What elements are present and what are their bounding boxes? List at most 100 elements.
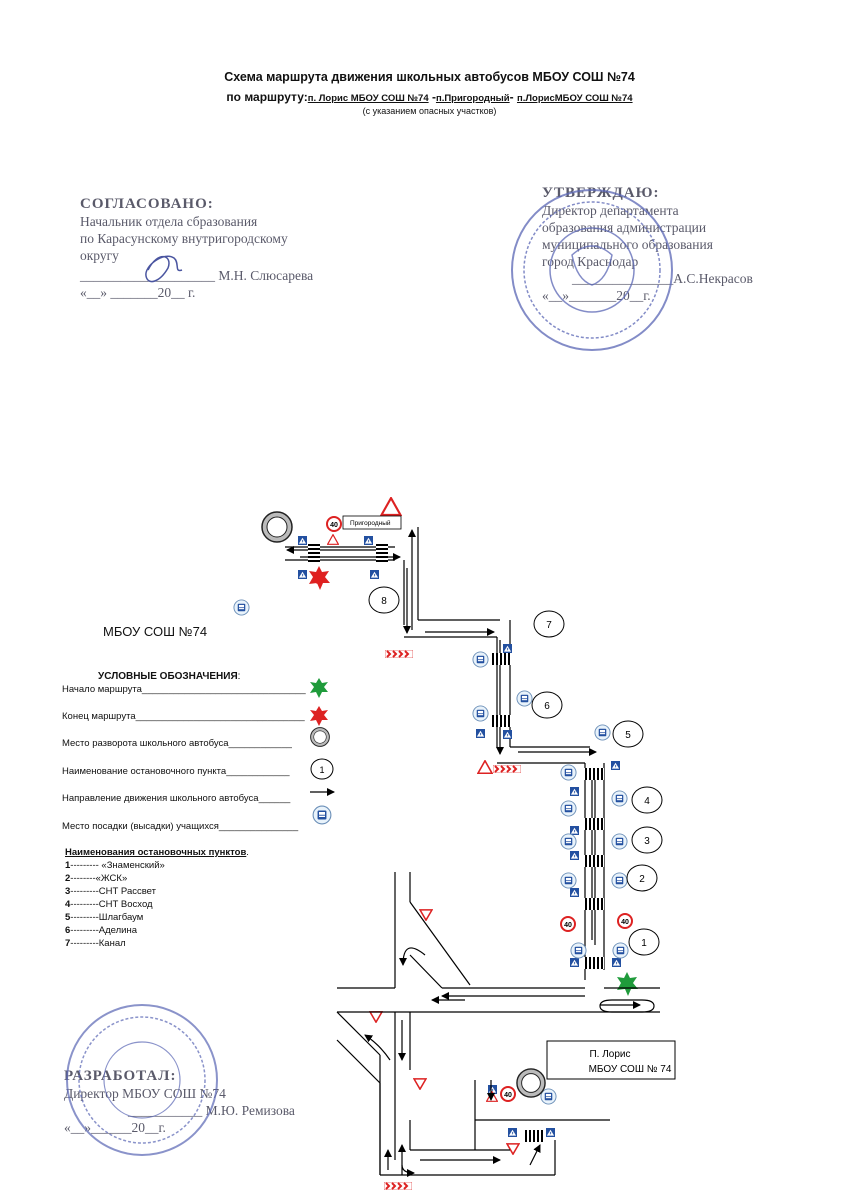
turnaround-icon-top bbox=[261, 511, 293, 543]
yield-sign-icon-4 bbox=[506, 1143, 520, 1155]
confirm-date: «__»_______20__г. bbox=[542, 288, 651, 303]
stops-title-dot: . bbox=[246, 847, 249, 858]
legend-start-star-icon bbox=[310, 678, 328, 698]
bus-stop-icons bbox=[233, 599, 629, 1105]
legend-turn: Место разворота школьного автобуса______… bbox=[62, 738, 292, 749]
signature-approved bbox=[145, 255, 183, 283]
route-line: по маршруту:п. Лорис МБОУ СОШ №74 -п.При… bbox=[0, 90, 859, 104]
svg-text:1: 1 bbox=[641, 938, 647, 949]
stops-title-text: Наименования остановочных пунктов bbox=[65, 847, 247, 858]
approved-sign: ____________________ М.Н. Слюсарева bbox=[80, 268, 314, 283]
approved-line-1: Начальник отдела сбразования bbox=[80, 214, 258, 229]
svg-text:2: 2 bbox=[639, 874, 645, 885]
page-subtitle: (с указанием опасных участков) bbox=[362, 106, 497, 116]
route-part-1: п. Лорис МБОУ СОШ №74 bbox=[307, 93, 429, 104]
legend-stop-number-icon bbox=[310, 758, 334, 780]
svg-text:5: 5 bbox=[625, 730, 631, 741]
turnaround-icon-bottom bbox=[516, 1068, 546, 1098]
stop-item: 3---------СНТ Рассвет bbox=[65, 886, 156, 897]
prigorodny-label-box bbox=[342, 515, 402, 530]
developed-title: РАЗРАБОТАЛ: bbox=[64, 1068, 177, 1084]
svg-text:40: 40 bbox=[504, 1092, 512, 1099]
stop-item: 4---------СНТ Восход bbox=[65, 899, 153, 910]
legend-symbols: 1 bbox=[310, 678, 335, 825]
confirm-line-3: муниципального образования bbox=[542, 237, 713, 252]
warning-sign-icon-2 bbox=[477, 760, 493, 774]
route-sep-1: - bbox=[428, 90, 436, 104]
legend-title-text: УСЛОВНЫЕ ОБОЗНАЧЕНИЯ bbox=[98, 671, 238, 682]
confirm-title: УТВЕРЖДАЮ: bbox=[542, 185, 660, 201]
speed-limit-signs: 40 40 40 40 bbox=[326, 516, 633, 1102]
svg-text:3: 3 bbox=[644, 836, 650, 847]
approved-line-3: округу bbox=[80, 248, 119, 263]
lower-roads bbox=[336, 872, 660, 1176]
loris-label-line-1: П. Лорис bbox=[589, 1049, 630, 1060]
developed-line-1: Директор МБОУ СОШ №74 bbox=[64, 1086, 226, 1101]
svg-text:8: 8 bbox=[381, 596, 387, 607]
stop-item: 6---------Аделина bbox=[65, 925, 137, 936]
loris-label-line-2: МБОУ СОШ № 74 bbox=[589, 1064, 672, 1075]
developed-date: «__»______20__г. bbox=[64, 1120, 166, 1135]
svg-text:40: 40 bbox=[564, 922, 572, 929]
approved-line-2: по Карасунскому внутригородскому bbox=[80, 231, 288, 246]
crosswalk-3 bbox=[491, 653, 511, 665]
stop-item: 1--------- «Знаменский» bbox=[65, 860, 165, 871]
warning-sign-icon bbox=[380, 497, 402, 516]
stop-number-labels: 8 7 6 5 4 3 2 1 bbox=[381, 596, 650, 949]
stop-item: 7---------Канал bbox=[65, 938, 126, 949]
approved-date: «__» _______20__ г. bbox=[80, 285, 196, 300]
warning-sign-small-icon bbox=[327, 534, 339, 545]
crosswalk-7 bbox=[584, 855, 604, 867]
legend-direction: Направление движения школьного автобуса_… bbox=[62, 793, 291, 804]
legend-turnaround-icon bbox=[310, 727, 330, 747]
stop-item: 2--------«ЖСК» bbox=[65, 873, 128, 884]
upper-roads bbox=[285, 527, 605, 980]
legend-end-star-icon bbox=[310, 706, 328, 726]
svg-text:4: 4 bbox=[644, 796, 650, 807]
legend-title-colon: : bbox=[237, 671, 241, 682]
school-label: МБОУ СОШ №74 bbox=[103, 624, 208, 639]
confirm-line-1: Директор департамента bbox=[542, 203, 679, 218]
svg-text:40: 40 bbox=[621, 919, 629, 926]
loris-label-box bbox=[546, 1040, 676, 1080]
route-part-2: п.Пригородный bbox=[435, 93, 510, 104]
confirm-line-2: образования администрации bbox=[542, 220, 707, 235]
legend-boarding: Место посадки (высадки) учащихся________… bbox=[62, 821, 299, 832]
crosswalk-1 bbox=[308, 543, 320, 563]
svg-text:40: 40 bbox=[330, 522, 338, 529]
confirm-line-4: город Краснодар bbox=[542, 254, 639, 269]
stop-number-circles bbox=[368, 586, 663, 956]
end-star-icon bbox=[309, 566, 330, 590]
crosswalk-6 bbox=[584, 818, 604, 830]
route-prefix: по маршруту: bbox=[226, 90, 308, 104]
stamp-seal-right bbox=[511, 189, 673, 351]
legend-boarding-icon bbox=[312, 805, 332, 825]
chevron-sign-icon-3 bbox=[384, 1182, 412, 1190]
crosswalk-5 bbox=[584, 768, 604, 780]
crosswalk-4 bbox=[491, 715, 511, 727]
stamp-seal-left bbox=[66, 1004, 218, 1156]
approved-title: СОГЛАСОВАНО: bbox=[80, 196, 214, 212]
page-title: Схема маршрута движения школьных автобус… bbox=[224, 70, 635, 84]
crosswalk-8 bbox=[584, 898, 604, 910]
stops-title: Наименования остановочных пунктов. bbox=[65, 846, 249, 859]
legend-end: Конец маршрута__________________________… bbox=[62, 711, 305, 722]
legend-title: УСЛОВНЫЕ ОБОЗНАЧЕНИЯ: bbox=[98, 671, 240, 682]
svg-text:1: 1 bbox=[319, 765, 324, 775]
confirm-block: УТВЕРЖДАЮ: Директор департамента образов… bbox=[542, 185, 753, 304]
chevron-sign-icon-2 bbox=[493, 765, 521, 773]
chevron-sign-icon bbox=[385, 650, 413, 658]
crosswalk-9 bbox=[584, 957, 604, 969]
legend-start: Начало маршрута_________________________… bbox=[62, 684, 306, 695]
svg-text:6: 6 bbox=[544, 701, 550, 712]
crosswalk-2 bbox=[376, 543, 388, 563]
yield-sign-icon-3 bbox=[413, 1078, 427, 1090]
crosswalk-10 bbox=[524, 1130, 544, 1142]
stops-list: Наименования остановочных пунктов. 1----… bbox=[65, 846, 249, 950]
approved-block: СОГЛАСОВАНО: Начальник отдела сбразовани… bbox=[80, 196, 313, 301]
stop-item: 5---------Шлагбаум bbox=[65, 912, 144, 923]
lower-arrows bbox=[364, 947, 641, 1177]
start-star-icon bbox=[617, 972, 638, 996]
yield-sign-icon-2 bbox=[369, 1011, 383, 1023]
